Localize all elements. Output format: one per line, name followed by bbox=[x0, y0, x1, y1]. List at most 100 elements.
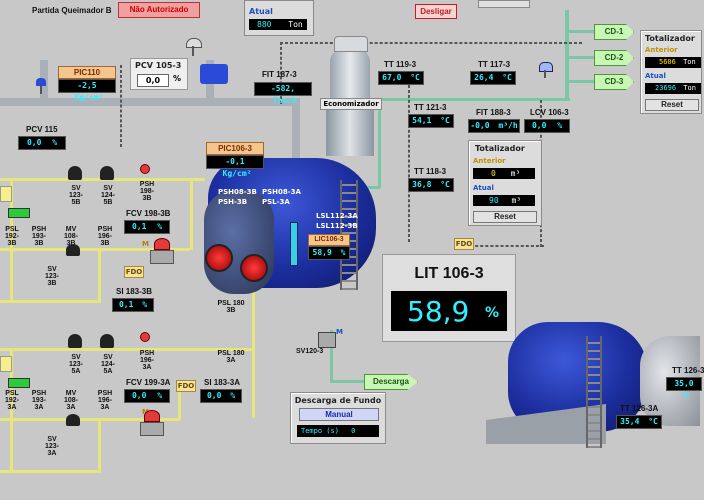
fit187-unit: Ton/h bbox=[272, 96, 298, 105]
totalizer-right-anterior-box: 5606 Ton bbox=[645, 57, 701, 68]
totalizer-right-reset-button[interactable]: Reset bbox=[645, 99, 699, 111]
gas-pipe-a-mid bbox=[0, 418, 180, 421]
tt121-unit: °C bbox=[440, 116, 450, 125]
pic106-unit: Kg/cm² bbox=[222, 169, 252, 178]
lic106-tag[interactable]: LIC106-3 bbox=[308, 234, 350, 246]
gas-pipe-a-v2 bbox=[98, 418, 101, 473]
descarga-arrow[interactable]: Descarga bbox=[364, 374, 418, 390]
pic106-tag[interactable]: PIC106-3 bbox=[206, 142, 264, 155]
top-total-value: 880 bbox=[257, 20, 272, 29]
m-label-sv120: M bbox=[336, 328, 343, 336]
lcv106-value-box: 0,0 % bbox=[524, 119, 570, 133]
lsl112-3b-label: LSL112-3B bbox=[316, 222, 358, 230]
desligar-button[interactable]: Desligar bbox=[415, 4, 457, 19]
top-total-label: Atual bbox=[249, 7, 273, 16]
lit106-display: 58,9 % bbox=[391, 291, 507, 331]
tt118-unit: °C bbox=[440, 180, 450, 189]
sv123-5b-valve[interactable] bbox=[68, 166, 82, 180]
fcv198-3b-tag: FCV 198-3B bbox=[126, 209, 171, 218]
fdo-label-1: FDO bbox=[454, 238, 474, 250]
cd2-arrow[interactable]: CD-2 bbox=[594, 50, 634, 66]
boiler-2-ladder bbox=[586, 336, 602, 448]
fcv198-3b-value-box: 0,1 % bbox=[124, 220, 170, 234]
psh196-3a-switch[interactable] bbox=[140, 332, 150, 342]
tt119-tag: TT 119-3 bbox=[384, 60, 417, 69]
economizer-body bbox=[326, 108, 374, 156]
water-pipe-eco bbox=[378, 98, 381, 188]
totalizer-right-atual-unit: Ton bbox=[683, 84, 696, 92]
tt126-3-value: 35,0 bbox=[674, 379, 694, 388]
sv120-tag: SV120-3 bbox=[296, 348, 324, 355]
sv124-5b-tag: SV 124-5B bbox=[100, 185, 115, 206]
fcv199-3a-unit: % bbox=[157, 391, 163, 400]
descarga-fundo-tempo-label: Tempo (s) bbox=[301, 427, 339, 435]
burner-b[interactable] bbox=[205, 244, 233, 272]
totalizer-mid-anterior-label: Anterior bbox=[473, 157, 506, 165]
pic110-tag[interactable]: PIC110 bbox=[58, 66, 116, 79]
fcv198-3b-valve[interactable] bbox=[150, 238, 174, 264]
pcv105-valve-body[interactable] bbox=[200, 64, 228, 84]
psl180-3b-tag: PSL 180 3B bbox=[217, 300, 245, 314]
totalizer-right-anterior-unit: Ton bbox=[683, 58, 696, 66]
si183-3b-value: 0,1 bbox=[118, 300, 134, 309]
psh196-3a-tag: PSH 196-3A bbox=[97, 390, 113, 411]
mv108-3b-valve[interactable] bbox=[66, 244, 80, 256]
boiler-tag-psh08-3b: PSH08-3B bbox=[218, 188, 257, 196]
gas-pipe-b-low bbox=[0, 300, 100, 303]
totalizer-mid-atual-label: Atual bbox=[473, 184, 494, 192]
top-total-value-box: 880 Ton bbox=[249, 19, 307, 30]
sv123-5a-valve[interactable] bbox=[68, 334, 82, 348]
sv124-5a-valve[interactable] bbox=[100, 334, 114, 348]
fcv199-3a-value-box: 0,0 % bbox=[124, 389, 170, 403]
si183-3a-value-box: 0,0 % bbox=[200, 389, 242, 403]
psh198-3b-switch[interactable] bbox=[140, 164, 150, 174]
cd3-arrow[interactable]: CD-3 bbox=[594, 74, 634, 90]
si183-3b-tag: SI 183-3B bbox=[116, 287, 153, 296]
burner-b-start-label: Partida Queimador B bbox=[32, 6, 112, 15]
tt118-value: 36,8 bbox=[412, 180, 432, 189]
pcv115-value: 0,0 bbox=[26, 138, 42, 147]
water-pipe-h bbox=[380, 98, 570, 101]
lit106-unit: % bbox=[485, 305, 500, 321]
tt117-value: 26,4 bbox=[474, 73, 494, 82]
gas-pipe-a-top bbox=[0, 348, 255, 351]
sv120-valve[interactable] bbox=[318, 332, 336, 348]
pic110-value-box: -2,5 Kg/cm² bbox=[58, 79, 116, 102]
sv123-3a-tag: SV 123-3A bbox=[44, 436, 59, 457]
tt126-3a-value-box: 35,4 °C bbox=[616, 415, 662, 429]
top-right-box bbox=[478, 0, 530, 8]
psh196-3b-tag: PSH 196-3B bbox=[97, 226, 113, 247]
lic106-unit: % bbox=[340, 248, 346, 257]
totalizer-right-atual-label: Atual bbox=[645, 72, 666, 80]
tt126-3a-value: 35,4 bbox=[620, 417, 640, 426]
si183-3a-value: 0,0 bbox=[206, 391, 222, 400]
mv108-3a-tag: MV 108-3A bbox=[63, 390, 78, 411]
tt126-3a-tag: TT 126-3A bbox=[620, 404, 659, 413]
boiler-tag-psh08-3a: PSH08-3A bbox=[262, 188, 301, 196]
cd1-arrow[interactable]: CD-1 bbox=[594, 24, 634, 40]
gas-pipe-a-v4 bbox=[178, 390, 181, 420]
mv108-3a-valve[interactable] bbox=[66, 414, 80, 426]
tt126-3a-unit: °C bbox=[648, 417, 658, 426]
tt121-value: 54,1 bbox=[412, 116, 432, 125]
pic106-value: -0,1 bbox=[225, 157, 245, 166]
gas-pipe-b-v1 bbox=[10, 178, 13, 303]
sv124-5b-valve[interactable] bbox=[100, 166, 114, 180]
lit106-title: LIT 106-3 bbox=[414, 265, 484, 282]
tt121-value-box: 54,1 °C bbox=[408, 114, 454, 128]
burner-a[interactable] bbox=[240, 254, 268, 282]
pcv115-tag: PCV 115 bbox=[26, 125, 58, 134]
descarga-fundo-mode-button[interactable]: Manual bbox=[299, 408, 379, 421]
water-pipe-desc-h bbox=[330, 380, 370, 383]
signal-line-1 bbox=[280, 42, 582, 44]
totalizer-mid-atual-value: 90 bbox=[489, 196, 499, 205]
lcv106-valve-icon[interactable] bbox=[538, 62, 553, 88]
pcv105-actuator-icon[interactable] bbox=[182, 38, 204, 64]
psh193-3a-tag: PSH 193-3A bbox=[31, 390, 47, 411]
fdo-label-3: FDO bbox=[176, 380, 196, 392]
fcv199-3a-valve[interactable] bbox=[140, 410, 164, 436]
pcv115-valve[interactable] bbox=[34, 78, 48, 104]
totalizer-mid-reset-button[interactable]: Reset bbox=[473, 211, 537, 223]
lit106-panel: LIT 106-3 58,9 % bbox=[382, 254, 516, 342]
signal-line-5 bbox=[408, 80, 410, 242]
